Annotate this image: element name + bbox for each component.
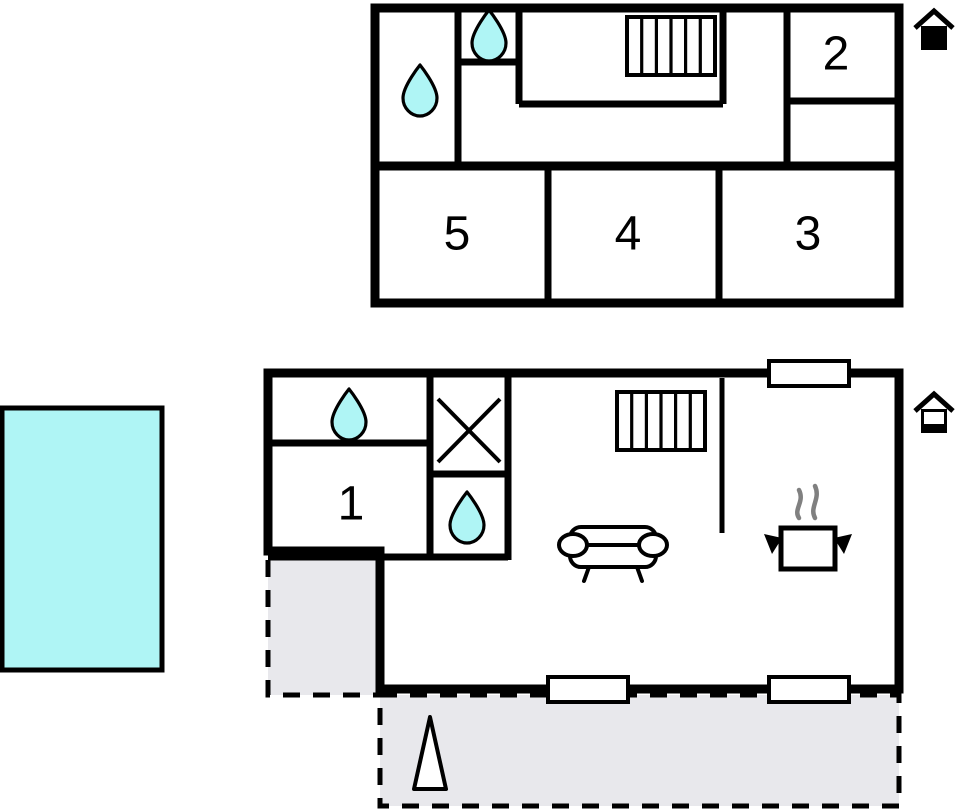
upper-floor-plan: 2 5 4 3	[370, 3, 953, 308]
room-label-2: 2	[823, 28, 850, 81]
ground-floor-plan: 1	[0, 359, 953, 809]
room-label-4: 4	[615, 208, 642, 261]
terrace-area-south	[377, 692, 902, 809]
stairs-icon	[625, 15, 717, 77]
swimming-pool	[0, 405, 165, 673]
room-label-3: 3	[795, 208, 822, 261]
window-bottom-right	[767, 675, 851, 704]
house-icon	[915, 11, 953, 50]
window-bottom-mid	[546, 675, 630, 704]
house-icon	[915, 394, 953, 433]
cross-icon	[436, 397, 502, 464]
stairs-icon	[615, 390, 707, 452]
room-label-5: 5	[444, 208, 471, 261]
terrace-area-west	[265, 554, 383, 698]
window-top-right	[767, 359, 851, 388]
room-label-1: 1	[338, 478, 365, 531]
